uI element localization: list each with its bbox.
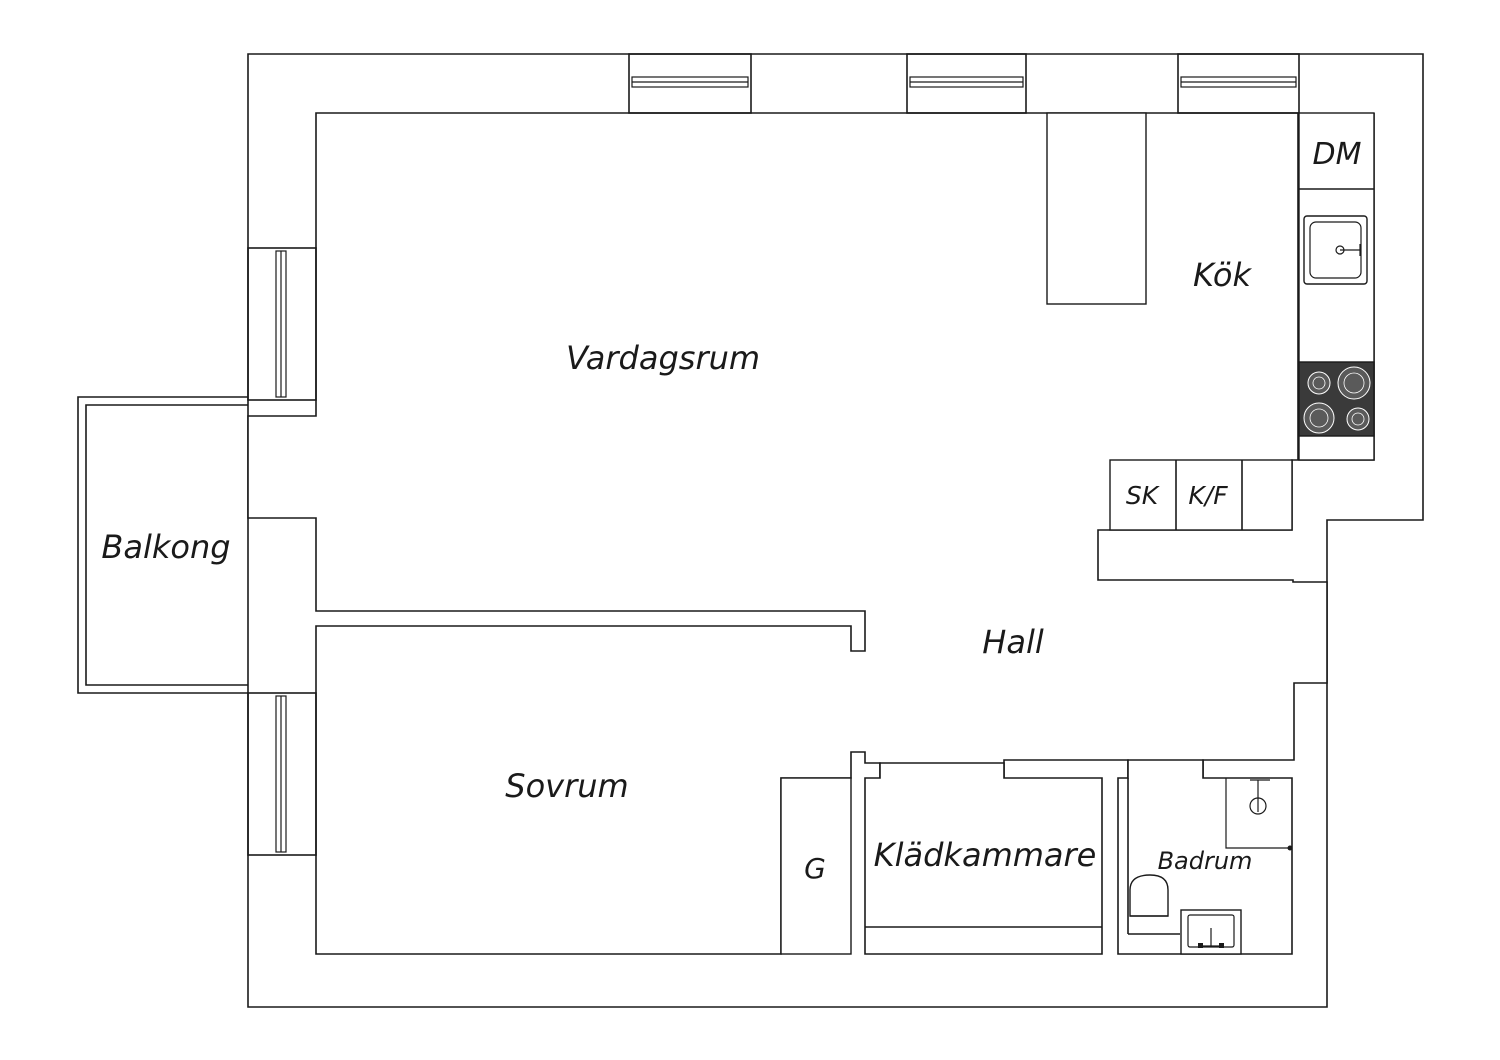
room-label-sovrum: Sovrum [505, 767, 628, 805]
room-label-kladkammare: Klädkammare [874, 836, 1097, 874]
fridge-freezer-label: K/F [1188, 481, 1228, 510]
window-top-1 [628, 53, 752, 114]
balcony [77, 396, 248, 694]
room-label-vardagsrum: Vardagsrum [566, 339, 760, 377]
cabinet-label: SK [1126, 481, 1161, 510]
window-top-2 [906, 53, 1027, 114]
room-label-hall: Hall [982, 623, 1044, 661]
bathroom-sink-icon [1180, 909, 1242, 955]
room-label-kok: Kök [1193, 256, 1252, 294]
wardrobe-label: G [804, 852, 826, 885]
kitchen-sink-icon [1303, 215, 1368, 285]
window-left-upper [247, 247, 317, 401]
wardrobe [780, 777, 852, 955]
window-top-3 [1177, 53, 1300, 114]
room-label-balkong: Balkong [101, 528, 230, 566]
dishwasher-label: DM [1313, 137, 1362, 172]
kitchen-cabinets [1109, 459, 1293, 531]
stove-icon [1298, 361, 1375, 437]
walk-in-closet [864, 762, 1103, 955]
room-label-badrum: Badrum [1158, 847, 1253, 875]
window-left-lower [247, 692, 317, 856]
kitchen-island [1046, 112, 1147, 305]
toilet-icon [1129, 874, 1169, 917]
shower-icon [1225, 778, 1293, 851]
